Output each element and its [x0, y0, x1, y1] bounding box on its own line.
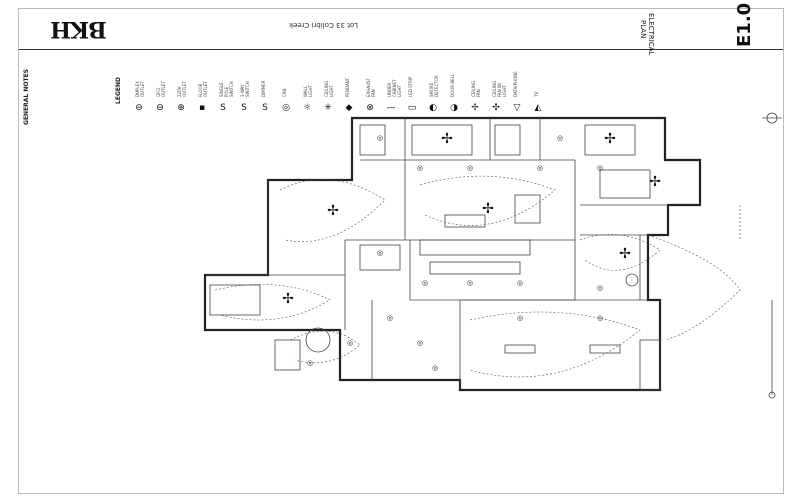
ceiling-fan-icon: ✢	[327, 203, 339, 219]
ceiling-fan-icon: ✢	[471, 103, 479, 113]
3way-switch-icon: S	[241, 103, 247, 113]
legend-item: SMOKE DETECTOR◐	[425, 73, 443, 121]
circuit-arcs	[214, 175, 741, 378]
north-arrow-icon	[762, 112, 782, 124]
ceiling-fans: ✢ ✢ ✢ ✢ ✢ ✢ ✢	[282, 131, 661, 307]
legend-item: DATA/PHONE▽	[509, 71, 527, 121]
ceiling-fan-icon: ✢	[282, 291, 294, 307]
svg-text:◎: ◎	[422, 279, 428, 287]
under-cabinet-icon: —	[386, 103, 396, 113]
svg-text:◎: ◎	[467, 279, 473, 287]
svg-text:◎: ◎	[557, 134, 563, 142]
svg-text:◎: ◎	[467, 164, 473, 172]
switch-icon: S	[220, 103, 226, 113]
floor-outlet-icon: ▪	[198, 103, 206, 113]
legend-item: 220V OUTLET⊕	[173, 73, 191, 121]
sheet-title: ELECTRICAL PLAN	[639, 13, 655, 56]
pendant-icon: ◆	[345, 103, 353, 113]
ceiling-fan-icon: ✢	[619, 246, 631, 262]
svg-text:◎: ◎	[307, 359, 313, 367]
section-marker-icon	[768, 300, 776, 399]
legend-item: WALL LIGHT☼	[299, 73, 317, 121]
gfci-outlet-icon: ⊖	[156, 103, 164, 113]
ceiling-fan-icon: ✢	[482, 201, 494, 217]
led-strip-icon: ▭	[407, 103, 417, 113]
svg-text:◎: ◎	[387, 314, 393, 322]
duplex-outlet-icon: ⊖	[135, 103, 143, 113]
svg-text:◎: ◎	[347, 339, 353, 347]
light-fixtures: ◎ ◎ ◎ ◎ ◎ ◎ ◎ ◎ ◎ ◎ ◎ ◎ ◎ ◎ ◎ ◎ ◎ ◎	[307, 134, 603, 372]
svg-text:◎: ◎	[537, 164, 543, 172]
svg-text:◎: ◎	[417, 339, 423, 347]
can-light-icon: ◎	[282, 103, 290, 113]
220v-outlet-icon: ⊕	[177, 103, 185, 113]
ceiling-fan-icon: ✢	[604, 131, 616, 147]
legend-item: EXHAUST FAN⊗	[362, 73, 380, 121]
garage	[504, 339, 661, 391]
svg-text:◎: ◎	[517, 314, 523, 322]
svg-text:◎: ◎	[377, 249, 383, 257]
ceiling-fan-icon: ✢	[649, 174, 661, 190]
legend-item: LED STRIP▭	[404, 73, 422, 121]
legend-item: CEILING FAN W/ LIGHT✣	[488, 73, 507, 121]
legend-item: CEILING FAN✢	[467, 73, 485, 121]
svg-text:◎: ◎	[417, 164, 423, 172]
legend-item: CAN◎	[278, 73, 296, 121]
svg-text:◎: ◎	[517, 279, 523, 287]
door-bell-icon: ◑	[450, 103, 458, 113]
furniture	[209, 124, 651, 371]
svg-text:◎: ◎	[597, 314, 603, 322]
legend-item: UNDER CABINET LIGHT—	[383, 73, 403, 121]
smoke-detector-icon: ◐	[429, 103, 437, 113]
wall-light-icon: ☼	[302, 103, 312, 113]
legend-item: GFCI OUTLET⊖	[152, 73, 170, 121]
legend-item: TV◭	[530, 73, 548, 121]
legend-item: PENDANT◆	[341, 73, 359, 121]
ceiling-fan-light-icon: ✣	[492, 103, 500, 113]
legend-item: DOOR BELL◑	[446, 73, 464, 121]
legend-item: FLOOR OUTLET▪	[194, 73, 212, 121]
dimmer-icon: S	[262, 103, 268, 113]
svg-text:◎: ◎	[597, 164, 603, 172]
exhaust-fan-icon: ⊗	[366, 103, 374, 113]
legend-item: CEILING LIGHT✳	[320, 73, 338, 121]
data-icon: ▽	[513, 103, 521, 113]
svg-text:◎: ◎	[432, 364, 438, 372]
title-block: BKH Lot 33 Colibri Creek ELECTRICAL PLAN…	[19, 3, 783, 56]
legend-item: DUPLEX OUTLET⊖	[131, 73, 149, 121]
ceiling-fan-icon: ✢	[441, 131, 453, 147]
ceiling-light-icon: ✳	[324, 103, 332, 113]
svg-text:◎: ◎	[377, 134, 383, 142]
tv-icon: ◭	[534, 103, 542, 113]
svg-text:◎: ◎	[597, 284, 603, 292]
drawing-sheet: BKH Lot 33 Colibri Creek ELECTRICAL PLAN…	[18, 3, 784, 494]
